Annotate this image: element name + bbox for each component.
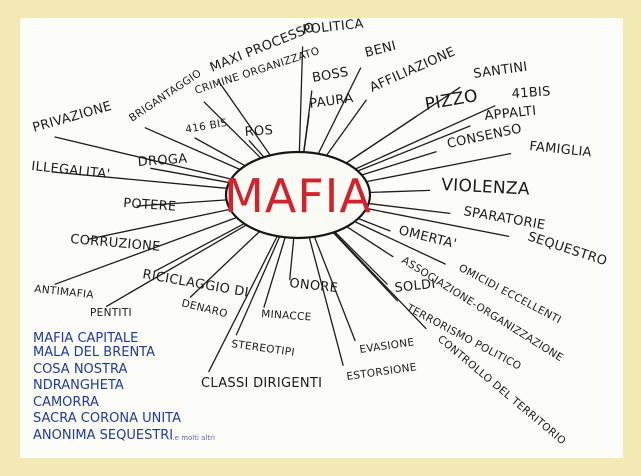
label-famiglia: FAMIGLIA [529,139,593,160]
spoke-line-beni [318,67,362,154]
spoke-line-maxi-processo [218,81,271,156]
label-beni: BENI [363,39,398,61]
spoke-line-potere [136,199,226,207]
spoke-line-onore [289,238,295,281]
label-onore: ONORE [289,276,339,296]
label-soldi: SOLDI [394,277,436,296]
label-boss: BOSS [311,65,350,86]
blue-list-item: ANONIMA SEQUESTRI [33,428,173,443]
spoke-line-soldi [335,232,388,285]
spoke-line-privazione [54,136,231,180]
spoke-line-illegalita [51,171,227,189]
spoke-line-controllo [333,232,427,330]
label-potere: POTERE [123,196,177,215]
spoke-line-stereotipi [235,236,280,336]
label-appalti: APPALTI [484,104,537,124]
blue-list-item: NDRANGHETA [33,378,124,393]
spoke-line-416bis [194,137,245,166]
spoke-line-sequestro [367,208,510,238]
spoke-line-classi-dirigenti [208,236,278,373]
label-politica: POLITICA [302,17,365,38]
spoke-line-denaro [189,231,260,298]
label-violenza: VIOLENZA [441,175,531,200]
spoke-line-omerta [358,218,391,232]
spoke-line-appalti [358,125,471,172]
spoke-line-minacce [263,237,286,308]
blue-list-item: COSA NOSTRA [33,362,127,377]
label-pentiti: PENTITI [90,307,132,319]
spoke-line-41bis [355,105,496,170]
spoke-line-crimine-organizzato [203,101,261,159]
spoke-line-famiglia [367,152,512,183]
spoke-line-politica [298,46,304,152]
spoke-line-ros [248,140,264,158]
spoke-line-evasione [314,237,356,342]
blue-list-item: MAFIA CAPITALE [33,331,138,346]
blue-list-item: SACRA CORONA UNITA [33,411,181,426]
blue-list-suffix: ...e molti altri [168,434,215,442]
blue-list: MAFIA CAPITALE MALA DEL BRENTA COSA NOST… [33,331,215,443]
blue-list-item: MALA DEL BRENTA [33,345,155,360]
spoke-line-corruzione [87,208,230,240]
spoke-line-terrorismo [333,232,399,302]
spoke-line-sparatorie [369,203,451,215]
spoke-line-droga [150,167,229,183]
spoke-line-pentiti [105,224,247,307]
spoke-line-pizzo [346,116,417,164]
label-droga: DROGA [137,152,188,170]
spoke-line-paura [303,114,310,152]
blue-list-item: CAMORRA [33,395,99,410]
paper-sheet [20,18,623,458]
spoke-line-riciclaggio [153,223,244,273]
spoke-line-brigantaggio [144,127,240,170]
spoke-line-consenso [362,151,437,176]
label-minacce: MINACCE [261,308,312,323]
center-label: MAFIA [224,169,372,223]
spoke-lines [51,46,512,373]
spoke-line-omicidi-eccellenti [355,221,446,265]
spoke-line-antimafia [54,217,237,285]
center-oval [224,150,372,240]
spoke-line-estorsione [308,237,344,366]
label-classi-dirigenti: CLASSI DIRIGENTI [201,376,322,391]
label-41bis: 41BIS [511,84,551,102]
spoke-line-associazione [347,226,394,258]
spoke-line-affiliazione [326,99,367,156]
label-paura: PAURA [308,91,354,112]
spoke-line-violenza [370,189,431,194]
label-ros: ROS [244,123,273,140]
